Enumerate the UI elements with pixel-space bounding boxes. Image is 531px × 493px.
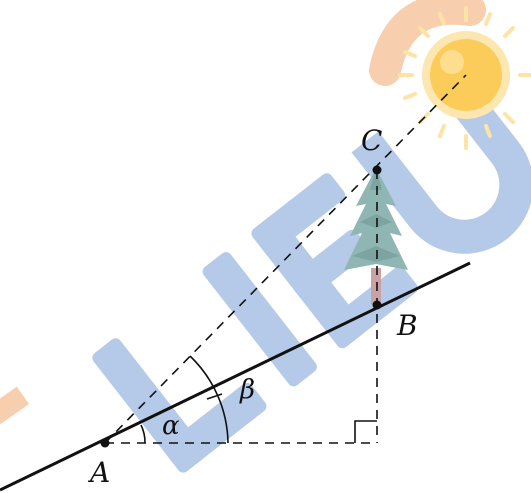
label-C: C <box>361 124 382 157</box>
angle-beta-tick <box>206 393 223 400</box>
tree-icon <box>344 168 408 304</box>
point-B <box>372 300 382 310</box>
point-A <box>100 438 110 448</box>
label-B: B <box>396 309 418 342</box>
right-angle-mark <box>354 420 377 443</box>
watermark-arc-orange <box>369 0 486 86</box>
watermark-letters-blue <box>92 67 531 473</box>
label-alpha: α <box>162 411 180 441</box>
points <box>100 165 382 448</box>
sight-line-dashed <box>104 74 467 444</box>
watermark-letter-orange: L <box>0 289 53 486</box>
angle-alpha-arc <box>140 424 146 444</box>
label-A: A <box>87 456 110 489</box>
point-C <box>372 165 382 175</box>
slope-line <box>0 261 471 492</box>
label-beta: β <box>239 375 255 405</box>
